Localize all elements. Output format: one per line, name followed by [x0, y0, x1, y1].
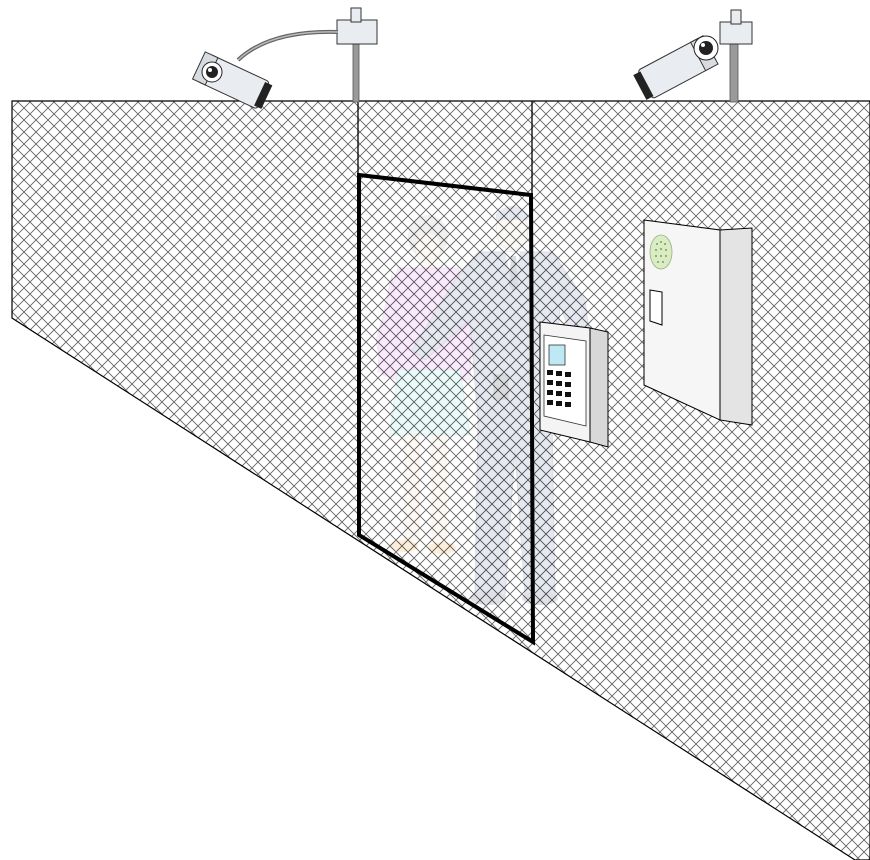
surveillance-camera-right — [632, 10, 752, 102]
speaker-grille — [650, 235, 672, 269]
keypad-screen — [549, 345, 565, 365]
keypad-reader[interactable] — [540, 322, 608, 447]
chain-link-fence — [12, 101, 870, 860]
surveillance-camera-left — [193, 8, 377, 111]
panel-latch — [650, 290, 662, 325]
